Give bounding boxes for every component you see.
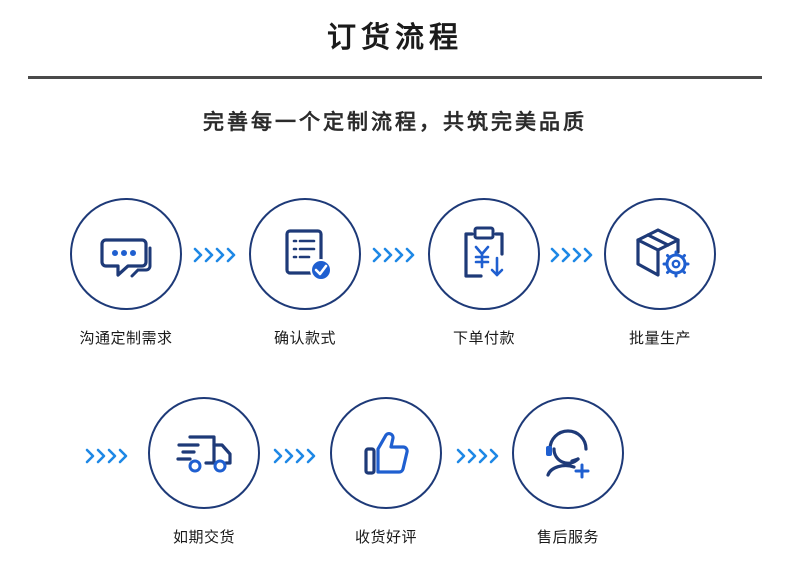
arrow-chevrons-1	[192, 244, 242, 266]
delivery-truck-icon	[176, 435, 232, 473]
chevrons-right-icon	[550, 247, 593, 263]
step-circle-3	[428, 198, 540, 310]
page-title: 订货流程	[326, 20, 463, 54]
step-circle-6	[330, 397, 442, 509]
box-gear-icon	[636, 228, 690, 278]
chevrons-right-icon	[273, 448, 316, 464]
page-subtitle: 完善每一个定制流程，共筑完美品质	[203, 110, 587, 134]
chevrons-right-icon	[193, 247, 236, 263]
thumbs-up-icon	[364, 432, 409, 475]
chevrons-right-icon	[372, 247, 415, 263]
arrow-chevrons-2	[371, 244, 421, 266]
step-label-2: 确认款式	[273, 329, 336, 347]
document-check-icon	[285, 229, 332, 281]
clipboard-yen-icon	[464, 226, 504, 278]
arrow-chevrons-6	[455, 445, 505, 467]
step-circle-5	[148, 397, 260, 509]
chevrons-right-icon	[85, 448, 128, 464]
chevrons-right-icon	[456, 448, 499, 464]
step-circle-2	[249, 198, 361, 310]
step-label-1: 沟通定制需求	[79, 329, 173, 347]
step-circle-7	[512, 397, 624, 509]
headset-service-icon	[546, 429, 590, 479]
title-divider	[28, 76, 762, 79]
step-label-7: 售后服务	[536, 528, 599, 546]
step-label-4: 批量生产	[628, 329, 691, 347]
chat-bubble-icon	[100, 238, 152, 278]
arrow-chevrons-5	[272, 445, 322, 467]
step-label-6: 收货好评	[354, 528, 417, 546]
step-label-5: 如期交货	[172, 528, 235, 546]
arrow-chevrons-3	[549, 244, 599, 266]
step-circle-4	[604, 198, 716, 310]
step-circle-1	[70, 198, 182, 310]
step-label-3: 下单付款	[452, 329, 515, 347]
arrow-chevrons-4	[84, 445, 134, 467]
